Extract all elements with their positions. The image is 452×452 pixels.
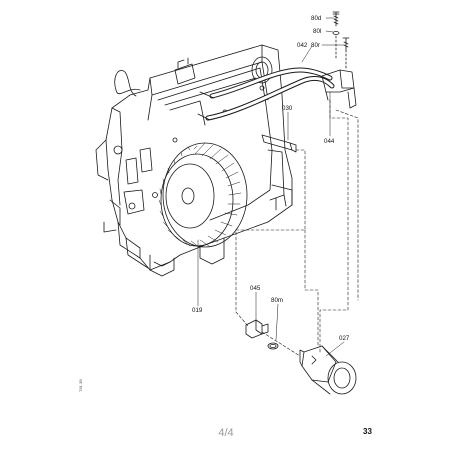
callout-044: 044 <box>324 138 335 145</box>
screw-80d <box>332 11 340 27</box>
ignition-cables <box>197 67 335 121</box>
leader-lines <box>197 17 345 357</box>
callout-80r: 80r <box>311 42 320 49</box>
callout-019: 019 <box>192 307 203 314</box>
callout-030: 030 <box>282 105 293 112</box>
nozzle-045 <box>245 319 269 339</box>
callout-80l: 80l <box>313 28 321 35</box>
callout-labels: 80d 80l 042 80r 030 044 019 045 80m 027 <box>192 15 350 342</box>
electrode-shaft <box>261 134 297 153</box>
callout-80d: 80d <box>311 15 322 22</box>
o-ring-80m <box>267 342 279 350</box>
callout-027: 027 <box>339 335 350 342</box>
assembly-lines <box>235 99 359 357</box>
callout-045: 045 <box>250 285 261 292</box>
screw-80r <box>342 37 350 71</box>
callout-042: 042 <box>297 42 308 49</box>
electrode-bracket <box>321 69 357 109</box>
callout-80m: 80m <box>271 297 283 304</box>
fan-wheel <box>158 142 248 248</box>
component-027 <box>299 345 357 395</box>
washer-80l <box>332 31 340 61</box>
page-indicator: 4/4 <box>218 427 234 439</box>
burner-housing <box>95 44 293 277</box>
side-reference: T81 3B <box>78 379 83 392</box>
page-number: 33 <box>363 427 372 436</box>
